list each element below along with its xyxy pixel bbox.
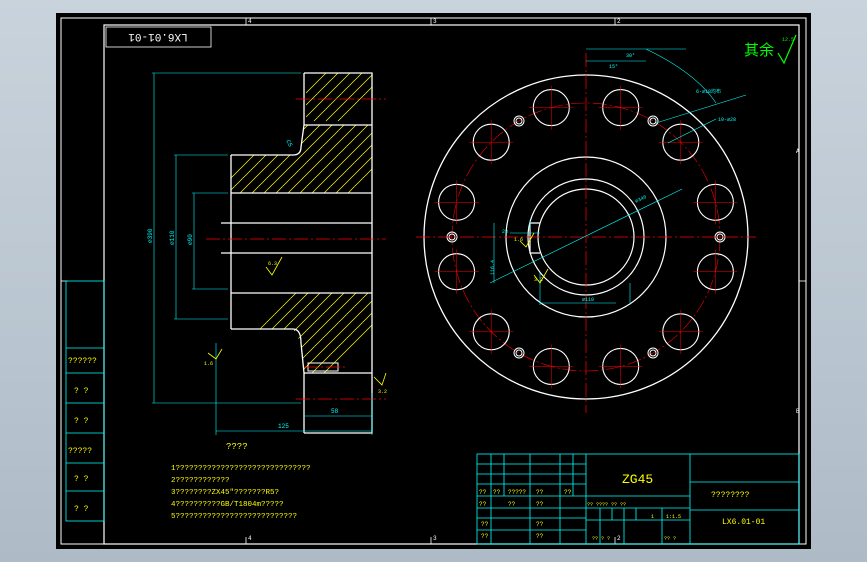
svg-text:? ?: ? ?: [74, 475, 89, 484]
svg-text:??: ??: [536, 521, 544, 528]
svg-text:??: ??: [536, 489, 544, 496]
roughness-other: 其余 12.5: [744, 34, 797, 65]
section-label: ????: [226, 442, 248, 452]
svg-text:10-⌀28: 10-⌀28: [718, 117, 736, 123]
drawing-number: LX6.01-01: [722, 518, 765, 527]
svg-text:3: 3: [433, 18, 437, 25]
svg-text:?? ?: ?? ?: [664, 536, 676, 542]
svg-text:⌀110: ⌀110: [582, 297, 594, 303]
left-margin-table: [65, 280, 105, 522]
svg-text:2: 2: [617, 18, 621, 25]
svg-text:??: ??: [536, 501, 544, 508]
engineering-drawing: 4 3 2 4 3 2 A B LX6.01-01 ?????? ? ? ? ?…: [60, 17, 807, 545]
cad-viewport[interactable]: 4 3 2 4 3 2 A B LX6.01-01 ?????? ? ? ? ?…: [56, 13, 811, 549]
svg-text:3????????ZX45"???????R5?: 3????????ZX45"???????R5?: [171, 489, 279, 497]
zone-marks: 4 3 2 4 3 2 A B: [248, 18, 800, 542]
svg-text:6.3: 6.3: [268, 261, 277, 267]
svg-text:15°: 15°: [609, 64, 618, 70]
zone-ticks: [61, 18, 806, 544]
svg-text:?? ???? ?? ??: ?? ???? ?? ??: [587, 502, 626, 508]
section-view: ⌀390 ⌀110 ⌀90 125 58 C5 6.3 1.6 3.2 ????: [147, 72, 387, 452]
pin-hole-inner: [716, 233, 724, 241]
svg-text:??: ??: [479, 489, 487, 496]
svg-text:其余: 其余: [744, 41, 774, 59]
svg-text:? ?: ? ?: [74, 387, 89, 396]
svg-text:125: 125: [278, 423, 289, 430]
rev-code-box: LX6.01-01: [105, 26, 212, 48]
svg-text:LX6.01-01: LX6.01-01: [128, 30, 188, 42]
svg-text:?????: ?????: [68, 447, 92, 456]
svg-text:⌀340: ⌀340: [634, 194, 647, 205]
front-view: 30° 15° 6-⌀18均布 10-⌀28 ⌀340 28 116.4 ⌀11…: [416, 48, 756, 413]
svg-text:? ?: ? ?: [74, 505, 89, 514]
svg-text:?????: ?????: [508, 489, 526, 496]
svg-text:6-⌀18均布: 6-⌀18均布: [696, 88, 721, 95]
pin-hole: [513, 115, 525, 127]
svg-text:3.2: 3.2: [534, 277, 543, 283]
svg-text:4??????????GB/T1804m?????: 4??????????GB/T1804m?????: [171, 501, 284, 509]
svg-text:1.6: 1.6: [514, 237, 523, 243]
svg-text:30°: 30°: [626, 53, 635, 59]
svg-text:??: ??: [508, 501, 516, 508]
svg-text:1:1.5: 1:1.5: [666, 514, 681, 520]
svg-text:3.2: 3.2: [378, 389, 387, 395]
svg-text:1?????????????????????????????: 1??????????????????????????????: [171, 465, 311, 473]
svg-text:⌀110: ⌀110: [169, 230, 176, 245]
svg-text:3: 3: [433, 535, 437, 542]
svg-text:??: ??: [536, 533, 544, 540]
svg-text:1: 1: [651, 514, 654, 520]
svg-text:??: ??: [479, 501, 487, 508]
svg-text:5???????????????????????????: 5???????????????????????????: [171, 513, 297, 521]
title-block: [476, 453, 800, 545]
title-block-text: ?? ?? ????? ?? ?? ?? ?? ?? ?? ?? ?? ?? ?…: [479, 472, 765, 542]
svg-text:B: B: [796, 408, 800, 415]
svg-text:A: A: [796, 148, 800, 155]
svg-text:? ?: ? ?: [74, 417, 89, 426]
material-label: ZG45: [622, 472, 653, 487]
svg-text:?? ? ?: ?? ? ?: [592, 536, 610, 542]
svg-text:4: 4: [248, 535, 252, 542]
svg-text:2: 2: [617, 535, 621, 542]
svg-text:??: ??: [481, 521, 489, 528]
svg-text:58: 58: [331, 408, 339, 415]
pin-hole: [647, 115, 659, 127]
svg-text:⌀390: ⌀390: [147, 228, 154, 243]
technical-notes: 1?????????????????????????????? 2???????…: [171, 465, 311, 521]
svg-text:??: ??: [493, 489, 501, 496]
pin-hole-inner: [515, 349, 523, 357]
svg-text:⌀90: ⌀90: [187, 234, 194, 245]
svg-text:C5: C5: [284, 139, 294, 149]
svg-text:116.4: 116.4: [490, 260, 496, 275]
left-margin-labels: ?????? ? ? ? ? ????? ? ? ? ?: [68, 357, 97, 514]
pin-hole-inner: [649, 117, 657, 125]
svg-text:??: ??: [481, 533, 489, 540]
pin-hole: [513, 347, 525, 359]
svg-text:??: ??: [564, 489, 572, 496]
svg-text:??????: ??????: [68, 357, 97, 366]
company-label: ????????: [711, 491, 750, 500]
svg-text:2????????????: 2????????????: [171, 477, 230, 485]
pin-hole: [647, 347, 659, 359]
svg-text:1.6: 1.6: [204, 361, 213, 367]
svg-text:28: 28: [502, 229, 508, 235]
svg-text:4: 4: [248, 18, 252, 25]
svg-text:12.5: 12.5: [782, 37, 794, 43]
pin-hole-inner: [649, 349, 657, 357]
pin-hole-inner: [515, 117, 523, 125]
